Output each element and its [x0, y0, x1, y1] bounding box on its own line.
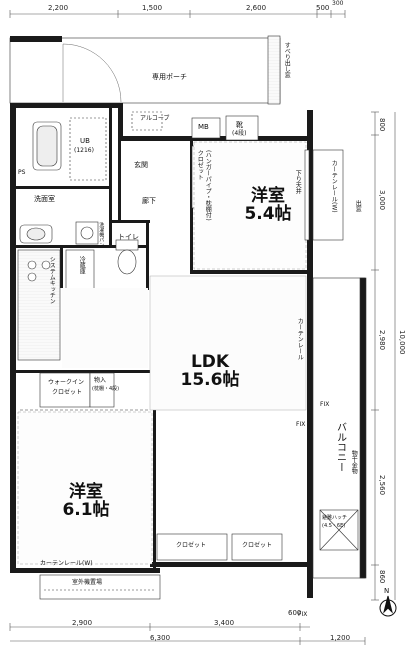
curtain-rail-w-lower-label: カーテンレール(W): [40, 560, 93, 567]
dim-top-5: 300: [332, 0, 344, 7]
dim-bottom-3: 600: [288, 609, 302, 617]
ps-label: PS: [18, 169, 26, 176]
hall-label: 廊下: [142, 197, 156, 205]
entrance-label: 玄関: [134, 161, 148, 169]
bay-window-label: 出窓: [354, 200, 362, 212]
bottom-dimension-line: [9, 623, 366, 645]
storage-sub-label: (枕棚・4段): [92, 386, 120, 392]
bathroom-fixtures: [19, 117, 107, 245]
outdoor-unit-space: [39, 574, 161, 600]
bottom-closets: [156, 533, 283, 561]
exterior-walls: [10, 103, 313, 598]
laundry-pan-label: 洗濯機パン: [98, 222, 105, 247]
hanging-wall-label: 下り天井: [294, 170, 302, 194]
ub-size-label: (1216): [74, 147, 94, 154]
walkin-closet: [20, 372, 150, 411]
dim-bottom-5: 1,200: [330, 634, 351, 642]
private-porch: [9, 35, 281, 105]
north-arrow-icon: [379, 595, 397, 617]
system-kitchen-label: システムキッチン: [48, 256, 56, 304]
top-dimension-line: [9, 10, 346, 18]
dim-right-4: 2,560: [378, 475, 386, 496]
closet-upper-label: クロゼット: [196, 150, 204, 180]
closet-upper-sub-label: (ハンガーパイプ・枕棚付): [204, 150, 212, 221]
dim-right-2: 3,000: [378, 190, 386, 211]
curtain-rail-ldk-label: カーテンレール: [296, 318, 304, 360]
dim-bottom-4: 6,300: [150, 634, 171, 642]
ub-label: UB: [80, 137, 90, 145]
balcony-label: バルコニー: [334, 422, 346, 472]
balcony-area: [312, 277, 367, 579]
drying-hardware-label: 物干金物: [350, 450, 358, 474]
porch-label: 専用ポーチ: [152, 73, 187, 81]
dim-right-1: 800: [378, 118, 386, 132]
walkin-label-2: クロゼット: [52, 389, 83, 396]
dim-right-3: 2,980: [378, 330, 386, 351]
dim-top-2: 1,500: [142, 4, 163, 12]
dim-top-3: 2,600: [246, 4, 267, 12]
alcove-label: アルコーブ: [140, 115, 170, 122]
north-label: N: [384, 587, 390, 595]
fix-label-1: FIX: [296, 421, 306, 428]
western-room-1-label: 洋室 5.4帖: [244, 186, 292, 224]
dim-bottom-1: 2,900: [72, 619, 93, 627]
refrigerator-label: 冷蔵庫: [78, 256, 86, 274]
outdoor-unit-label: 室外機置場: [72, 579, 103, 586]
closet-a-label: クロゼット: [176, 542, 207, 549]
closet-b-label: クロゼット: [242, 542, 273, 549]
washroom-label: 洗面室: [34, 195, 55, 203]
evac-hatch-label: 避難ハッチ: [322, 515, 348, 521]
curtain-rail-w-upper-label: カーテンレール(W): [330, 160, 338, 213]
window-note-label: すべり出し窓: [283, 42, 291, 78]
dim-top-1: 2,200: [48, 4, 69, 12]
western-room-2-floor: [17, 411, 153, 565]
interior-walls: [16, 108, 308, 570]
dim-top-4: 500: [316, 4, 330, 12]
toilet-label: トイレ: [118, 233, 139, 241]
dim-bottom-2: 3,400: [214, 619, 235, 627]
evac-hatch-sub-label: (4.5・6E): [322, 523, 346, 529]
walkin-label-1: ウォークイン: [48, 379, 85, 386]
ldk-floor: [62, 275, 307, 411]
right-dimension-line: [371, 111, 396, 601]
western-room-2-label: 洋室 6.1帖: [62, 482, 110, 520]
storage-label: 物入: [94, 377, 107, 384]
ldk-label: LDK 15.6帖: [180, 352, 240, 390]
western-room-1-floor: [193, 141, 344, 270]
mb-label: MB: [198, 123, 209, 131]
shoe-label: 靴: [236, 121, 243, 129]
fix-label-2: FIX: [320, 401, 330, 408]
dim-right-total: 10,000: [398, 330, 406, 355]
fix-label-3: FIX: [298, 611, 308, 618]
shoe-sub-label: (4段): [232, 130, 247, 137]
toilet-fixture: [115, 239, 139, 275]
dim-right-5: 860: [378, 570, 386, 584]
